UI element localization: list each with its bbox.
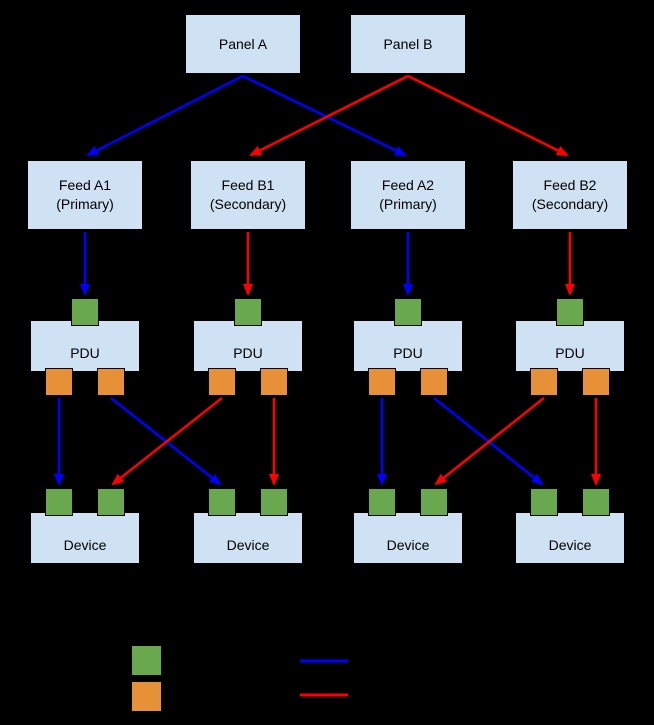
node-panel-b: Panel B (350, 14, 466, 74)
node-pdu-2: PDU (193, 320, 303, 372)
node-feed-a1-name: Feed A1 (58, 177, 112, 194)
pdu4-output-port-left-icon (530, 368, 558, 396)
node-pdu-3-label: PDU (393, 345, 423, 362)
arrow-panel-a-to-feed-a1 (86, 74, 244, 157)
pdu1-output-port-right-icon (97, 368, 125, 396)
node-feed-a2: Feed A2 (Primary) (350, 160, 466, 230)
pdu2-output-port-left-icon (208, 368, 236, 396)
node-pdu-3: PDU (353, 320, 463, 372)
node-feed-b2-role: (Secondary) (531, 196, 609, 212)
arrow-pdu4-to-device3 (434, 397, 545, 486)
device1-input-port-right-icon (97, 488, 125, 516)
node-pdu-1-label: PDU (70, 345, 100, 362)
arrow-panel-a-to-feed-a2 (242, 74, 407, 157)
node-pdu-1: PDU (30, 320, 140, 372)
node-device-4-label: Device (548, 537, 592, 554)
arrow-pdu3-to-device4 (433, 397, 544, 486)
device2-input-port-right-icon (260, 488, 288, 516)
node-feed-b1-name: Feed B1 (221, 177, 275, 194)
pdu3-input-port-icon (394, 298, 422, 326)
node-feed-a2-name: Feed A2 (381, 177, 435, 194)
node-device-1: Device (30, 512, 140, 564)
device4-input-port-right-icon (582, 488, 610, 516)
node-feed-b2: Feed B2 (Secondary) (512, 160, 628, 230)
arrow-pdu2-to-device1 (111, 397, 223, 486)
node-feed-b2-name: Feed B2 (543, 177, 597, 194)
node-pdu-2-label: PDU (233, 345, 263, 362)
device3-input-port-left-icon (368, 488, 396, 516)
node-feed-b1-role: (Secondary) (209, 196, 287, 212)
arrow-panel-b-to-feed-b2 (407, 74, 569, 157)
node-device-3-label: Device (386, 537, 430, 554)
arrow-panel-b-to-feed-b1 (249, 74, 409, 157)
device1-input-port-left-icon (45, 488, 73, 516)
node-device-3: Device (353, 512, 463, 564)
legend-orange-port-swatch-icon (131, 681, 162, 712)
pdu1-output-port-left-icon (45, 368, 73, 396)
node-panel-a: Panel A (185, 14, 301, 74)
device4-input-port-left-icon (530, 488, 558, 516)
device3-input-port-right-icon (420, 488, 448, 516)
node-pdu-4-label: PDU (555, 345, 585, 362)
arrow-pdu1-to-device2 (110, 397, 222, 486)
pdu1-input-port-icon (71, 298, 99, 326)
pdu3-output-port-right-icon (420, 368, 448, 396)
device2-input-port-left-icon (208, 488, 236, 516)
node-device-2-label: Device (226, 537, 270, 554)
node-device-1-label: Device (63, 537, 107, 554)
pdu2-input-port-icon (234, 298, 262, 326)
node-panel-b-label: Panel B (383, 35, 433, 52)
node-feed-a1-role: (Primary) (56, 196, 114, 212)
node-feed-a1: Feed A1 (Primary) (27, 160, 143, 230)
node-feed-b1: Feed B1 (Secondary) (190, 160, 306, 230)
legend-green-port-swatch-icon (131, 645, 162, 676)
pdu3-output-port-left-icon (368, 368, 396, 396)
node-device-4: Device (515, 512, 625, 564)
node-device-2: Device (193, 512, 303, 564)
node-panel-a-label: Panel A (218, 35, 268, 52)
pdu4-output-port-right-icon (582, 368, 610, 396)
node-feed-a2-role: (Primary) (379, 196, 437, 212)
pdu2-output-port-right-icon (260, 368, 288, 396)
node-pdu-4: PDU (515, 320, 625, 372)
pdu4-input-port-icon (556, 298, 584, 326)
